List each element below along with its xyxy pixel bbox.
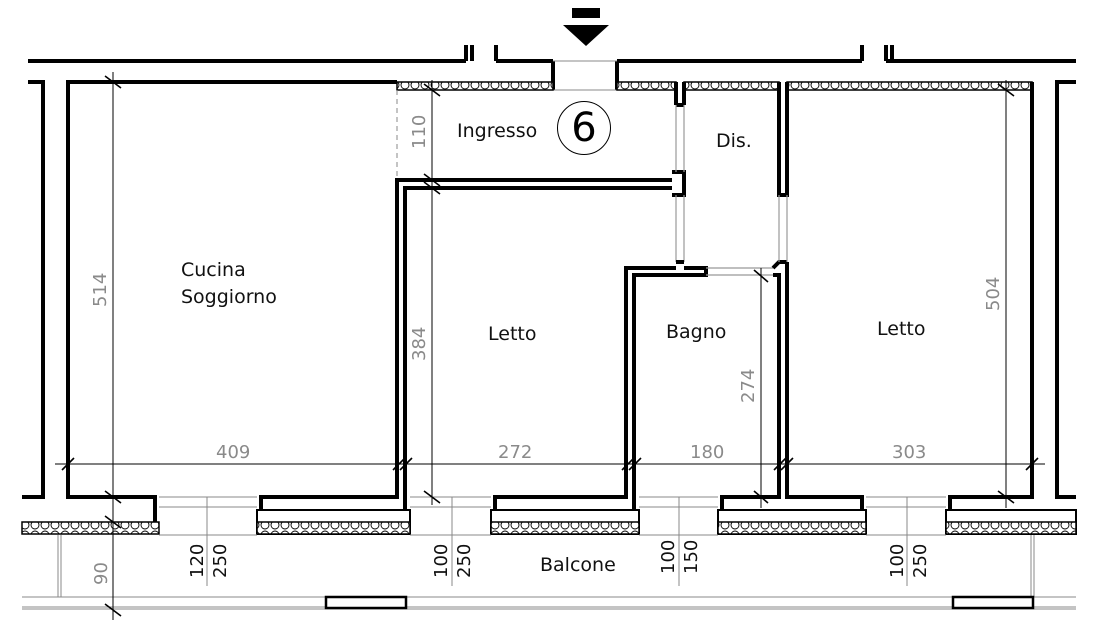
corridor-wall xyxy=(28,45,1076,63)
window4-height: 250 xyxy=(910,543,931,578)
room-label-letto-1: Letto xyxy=(488,323,537,345)
dimension-lines xyxy=(55,72,1045,620)
left-neighbour-wall xyxy=(22,80,45,499)
window3-height: 150 xyxy=(681,539,702,574)
top-insulated-wall xyxy=(396,81,1033,91)
window4-sill: 100 xyxy=(887,543,908,578)
dim-bagno-width: 180 xyxy=(690,442,725,463)
bagno-walls xyxy=(632,260,787,522)
window1-height: 250 xyxy=(210,543,231,578)
dim-letto2-height: 504 xyxy=(983,276,1004,311)
dim-letto2-width: 303 xyxy=(892,442,927,463)
room-label-balcone: Balcone xyxy=(540,554,616,576)
room-label-ingresso: Ingresso xyxy=(457,120,538,142)
dim-letto1-height: 384 xyxy=(409,326,430,361)
dim-cucina-width: 409 xyxy=(216,442,251,463)
room-label-dis: Dis. xyxy=(716,130,752,152)
dim-ingresso-height: 110 xyxy=(409,114,430,149)
dim-balcone-depth: 90 xyxy=(91,562,112,585)
window2-height: 250 xyxy=(454,543,475,578)
room-label-soggiorno: Soggiorno xyxy=(181,286,277,308)
entrance-arrow-icon xyxy=(563,8,609,46)
room-label-letto-2: Letto xyxy=(877,318,926,340)
unit-number: 6 xyxy=(571,105,597,151)
unit-number-badge: 6 xyxy=(557,101,611,155)
room-label-cucina: Cucina xyxy=(181,259,246,281)
entry-door xyxy=(551,60,619,91)
balcony-railing xyxy=(22,535,1076,610)
dim-letto1-width: 272 xyxy=(498,442,533,463)
window1-sill: 120 xyxy=(187,543,208,578)
letto1-walls xyxy=(403,82,708,522)
windows xyxy=(159,496,946,586)
window2-sill: 100 xyxy=(431,543,452,578)
cucina-walls xyxy=(66,80,672,522)
dim-cucina-height: 514 xyxy=(90,272,111,307)
dim-bagno-height: 274 xyxy=(738,368,759,403)
bottom-insulated-wall xyxy=(21,509,1077,535)
window3-sill: 100 xyxy=(658,539,679,574)
room-label-bagno: Bagno xyxy=(666,321,727,343)
right-neighbour-wall xyxy=(1055,80,1076,499)
